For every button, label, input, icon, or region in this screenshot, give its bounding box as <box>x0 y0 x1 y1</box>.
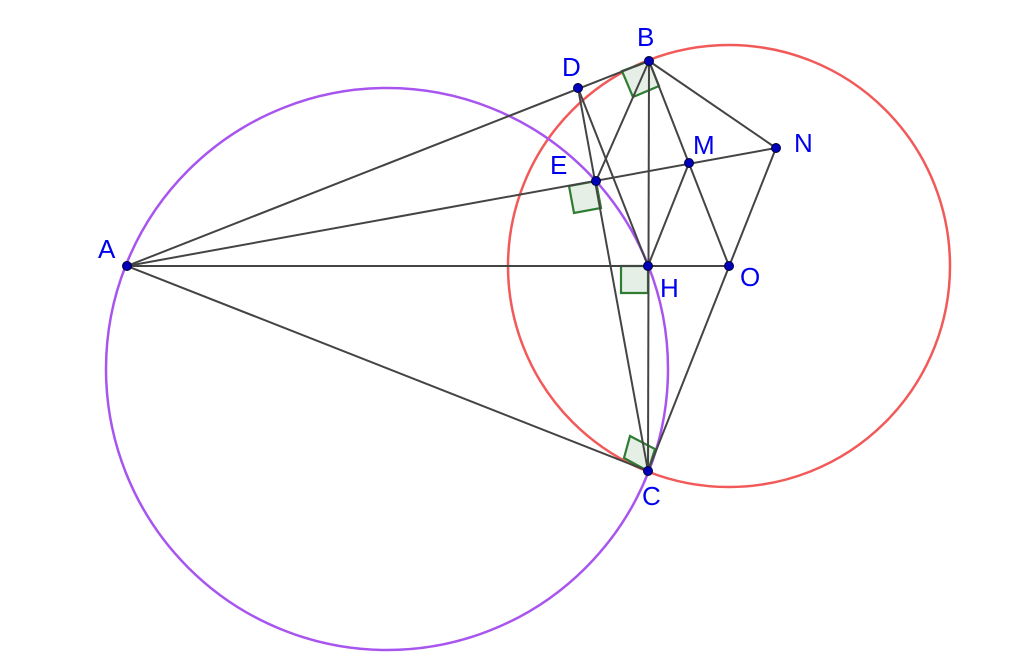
label-a: A <box>98 234 116 264</box>
label-d: D <box>562 52 581 82</box>
segments <box>126 60 777 472</box>
point-b[interactable] <box>644 56 654 66</box>
label-n: N <box>794 128 813 158</box>
segment-a-n <box>126 147 777 267</box>
point-n[interactable] <box>771 143 781 153</box>
label-o: O <box>740 262 760 292</box>
segment-n-c <box>647 147 777 472</box>
segment-a-b <box>126 60 650 267</box>
label-b: B <box>637 22 654 52</box>
label-e: E <box>550 150 567 180</box>
point-c[interactable] <box>643 466 653 476</box>
segment-b-e <box>595 60 650 182</box>
segment-h-m <box>647 162 690 267</box>
point-a[interactable] <box>122 261 132 271</box>
segment-d-c <box>577 87 649 472</box>
label-c: C <box>642 481 661 511</box>
point-m[interactable] <box>684 158 694 168</box>
segment-b-n <box>648 60 777 149</box>
point-labels: A B C D E H M N O <box>98 22 813 511</box>
segment-d-h <box>577 87 649 267</box>
point-d[interactable] <box>573 83 583 93</box>
point-h[interactable] <box>643 261 653 271</box>
right-angle-at-h <box>619 264 650 295</box>
point-o[interactable] <box>724 261 734 271</box>
segment-a-c <box>126 265 649 472</box>
point-e[interactable] <box>591 176 601 186</box>
circle-through-a-b-c <box>104 86 670 652</box>
label-h: H <box>660 273 679 303</box>
label-m: M <box>693 130 715 160</box>
points <box>122 56 781 476</box>
